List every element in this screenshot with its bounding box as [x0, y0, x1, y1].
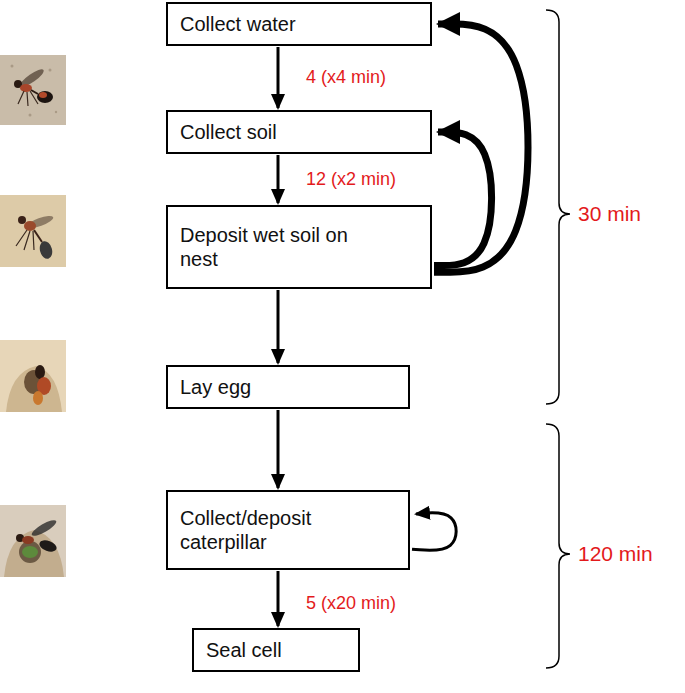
mud-nest	[4, 530, 64, 577]
flow-arrow	[277, 155, 280, 203]
box-label: Seal cell	[206, 638, 282, 662]
loop-arrow	[412, 513, 456, 551]
sand-grain	[55, 111, 57, 113]
box-text-group: Collect soil	[180, 120, 277, 144]
sand-grain	[29, 114, 32, 117]
box-label: Deposit wet soil on nest	[180, 223, 360, 271]
caterpillar	[22, 546, 38, 558]
wasp-legs	[16, 230, 34, 250]
duration-label: 120 min	[578, 541, 653, 567]
flow-arrow	[434, 24, 528, 272]
sand-grain	[49, 69, 52, 72]
wasp-wing	[30, 518, 58, 539]
wasp-legs	[18, 91, 38, 106]
wasp-abdomen	[38, 538, 58, 554]
box-text-group: Lay egg	[180, 375, 251, 399]
wasp-thorax	[22, 536, 34, 544]
sand-grain	[11, 65, 14, 68]
wasp-thorax	[24, 221, 36, 231]
wasp-photo	[0, 505, 66, 577]
wasp-photo	[0, 55, 66, 125]
process-box: Collect soil	[166, 110, 432, 154]
photo-ground	[0, 195, 66, 267]
box-label: Collect/deposit caterpillar	[180, 506, 350, 554]
repeat-count-label: 12 (x2 min)	[304, 168, 398, 190]
wasp-photo	[0, 340, 66, 412]
wasp-head	[35, 365, 45, 379]
box-label: Collect water	[180, 12, 296, 36]
process-box: Collect water	[166, 2, 432, 46]
mud-nest	[6, 366, 62, 412]
flow-arrow	[277, 290, 280, 363]
flow-arrow	[434, 132, 492, 265]
photo-ground	[0, 55, 66, 125]
wasp-thorax	[20, 84, 32, 92]
photo-ground	[0, 340, 66, 412]
repeat-count-label: 5 (x20 min)	[304, 592, 398, 614]
wasp-band	[39, 92, 47, 98]
wasp-abdomen	[38, 240, 54, 260]
wasp-petiole	[34, 230, 42, 242]
nest-opening	[19, 541, 41, 563]
process-box: Deposit wet soil on nest	[166, 205, 432, 289]
time-bracket	[546, 10, 570, 404]
wasp-abdomen	[33, 391, 43, 405]
process-box: Lay egg	[166, 365, 410, 409]
box-text-group: Seal cell	[206, 638, 282, 662]
photo-ground	[0, 505, 66, 577]
flow-arrow	[277, 571, 280, 626]
box-label: Collect soil	[180, 120, 277, 144]
box-label: Lay egg	[180, 375, 251, 399]
wasp-photo	[0, 195, 66, 267]
box-text-group: Deposit wet soil on nest	[180, 223, 360, 271]
flow-arrow	[277, 410, 280, 488]
process-box: Collect/deposit caterpillar	[166, 490, 410, 570]
wasp-head	[18, 216, 26, 224]
flow-arrow	[277, 47, 280, 108]
duration-label: 30 min	[578, 201, 641, 227]
time-bracket	[546, 424, 570, 668]
repeat-count-label: 4 (x4 min)	[304, 66, 388, 88]
box-text-group: Collect/deposit caterpillar	[180, 506, 350, 554]
process-box: Seal cell	[192, 628, 360, 672]
box-text-group: Collect water	[180, 12, 296, 36]
wasp-abdomen	[37, 91, 53, 103]
